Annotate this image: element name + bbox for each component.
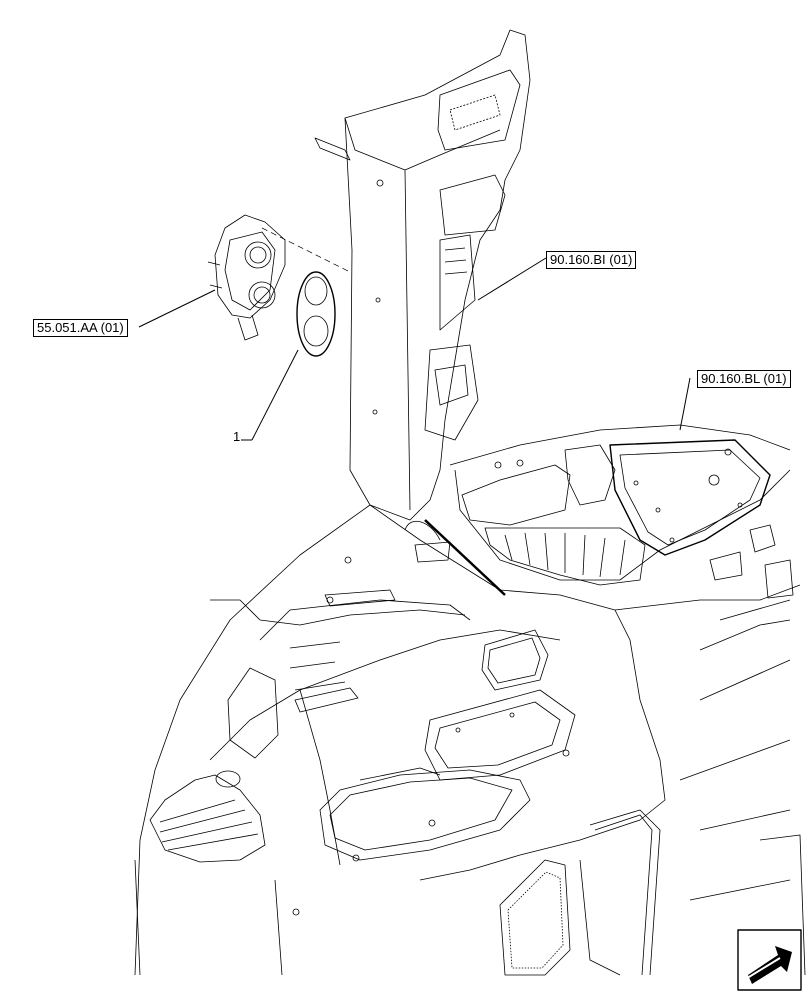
joystick-boot — [134, 770, 283, 976]
console-recesses — [319, 629, 576, 862]
callout-55-051-aa[interactable]: 55.051.AA (01) — [33, 319, 128, 337]
next-page-arrow-icon[interactable] — [737, 929, 802, 991]
floor-grille — [292, 809, 806, 976]
dashboard-panel — [134, 424, 801, 976]
item-number-label: 1 — [233, 429, 241, 444]
gasket — [296, 271, 336, 357]
vent-grille — [461, 444, 646, 586]
leader-lines — [138, 257, 691, 441]
callout-90-160-bl[interactable]: 90.160.BL (01) — [697, 370, 791, 388]
steering-column-cover — [314, 29, 531, 521]
callout-90-160-bi[interactable]: 90.160.BI (01) — [546, 251, 637, 269]
switch-assembly — [207, 214, 286, 341]
right-side-panel — [609, 439, 794, 781]
